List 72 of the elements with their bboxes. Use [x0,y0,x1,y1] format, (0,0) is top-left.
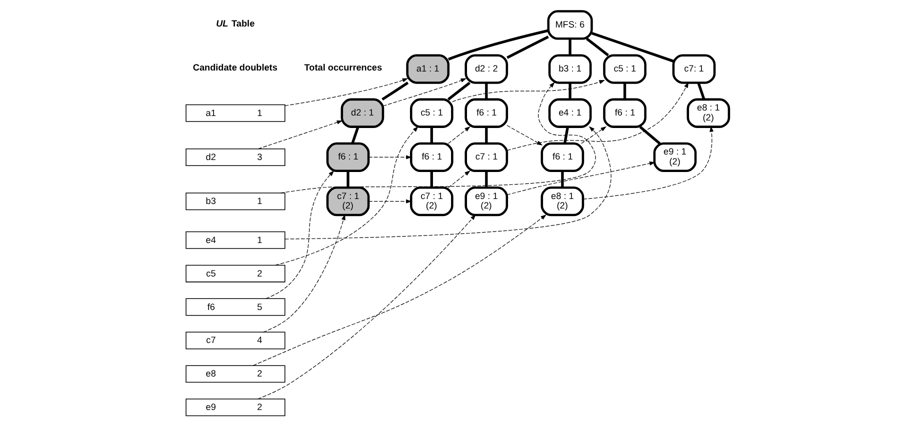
arrow [582,126,714,200]
label: UL Table [216,18,255,29]
node-box: a1 1 [186,104,286,122]
node-box: f6 : 1 [603,98,646,128]
node-box: c7 : 1 (2) [326,186,370,216]
node-box: d2 3 [186,148,286,166]
arrow [262,214,346,332]
arrow [275,126,418,266]
label: Candidate doublets [192,62,278,73]
node-box: e9 2 [186,398,286,416]
connector [485,82,488,100]
node-box: a1 : 1 [406,54,450,84]
node-box: f6 : 1 [464,98,508,128]
connector [447,82,470,100]
connector [382,82,409,101]
node-box: d2 : 1 [340,98,384,128]
node-box: c5 2 [186,264,286,282]
connector [563,126,570,144]
arrow [506,125,543,146]
node-box: c7 : 1 [464,142,508,172]
node-box: b3 : 1 [548,54,592,84]
node-box: b3 1 [186,192,286,210]
connector [568,38,572,56]
node-box: e9 : 1 (2) [653,142,697,172]
arrow [284,126,612,240]
connector [430,171,433,188]
arrow [581,126,606,144]
connector [351,126,360,144]
connector [448,29,549,60]
node-box: c7 4 [186,332,286,350]
arrow [258,120,343,150]
node-box: e8 : 1 (2) [540,186,584,216]
node-box: MFS: 6 [547,10,593,40]
arrow [368,199,412,204]
label: Total occurrences [304,62,382,73]
connector [568,82,572,100]
arrow [448,126,470,144]
connector [697,82,706,100]
node-box: e8 2 [186,365,286,383]
connector [506,36,549,59]
node-box: c5 : 1 [410,98,454,128]
node-box: e9 : 1 (2) [464,186,508,216]
connector [623,82,626,100]
arrow [284,78,408,106]
connector [586,38,609,56]
node-box: c7 : 1 (2) [410,186,454,216]
arrow [506,82,689,151]
connector [485,126,488,144]
node-box: f6 : 1 [540,142,584,172]
connector [346,171,350,188]
arrow [266,170,334,299]
node-box: f6 : 1 [410,142,454,172]
connector [430,126,433,144]
arrow [506,161,656,196]
arrow [452,80,605,102]
node-box: c5 : 1 [603,54,646,84]
connector [561,171,564,188]
arrow [257,214,476,400]
node-box: d2 : 2 [464,54,508,84]
node-box: e4 : 1 [548,98,592,128]
node-box: c7: 1 [672,54,716,84]
connector [591,32,674,62]
arrow [368,155,412,160]
node-box: e4 1 [186,231,286,249]
node-box: f6 : 1 [326,142,370,172]
arrow [382,78,467,106]
node-box: f6 5 [186,298,286,316]
node-box: e8 : 1 (2) [686,98,730,128]
connector [485,171,488,188]
connector [639,126,661,145]
arrow [448,170,470,188]
arrow [280,82,596,194]
